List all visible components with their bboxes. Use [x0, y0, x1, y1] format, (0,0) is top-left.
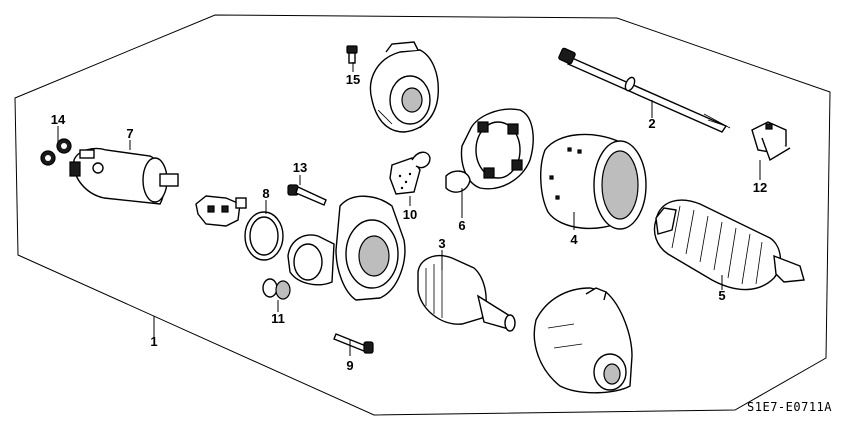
brush-10 [389, 151, 431, 195]
gear-housing [287, 195, 406, 301]
callout-1: 1 [150, 334, 157, 349]
callout-7: 7 [126, 126, 133, 141]
bushing-11 [262, 278, 291, 300]
callout-10: 10 [403, 207, 417, 222]
callout-8: 8 [262, 186, 269, 201]
brush-holder-6 [445, 108, 534, 193]
callout-11: 11 [271, 311, 285, 326]
through-bolt-2 [558, 47, 731, 133]
callout-15: 15 [346, 72, 360, 87]
leader-lines [57, 62, 761, 356]
nuts-14 [40, 138, 72, 166]
armature-5 [653, 199, 805, 291]
callout-9: 9 [346, 358, 353, 373]
callout-6: 6 [458, 218, 465, 233]
drawing-code: S1E7-E0711A [747, 400, 832, 414]
screw-9 [333, 333, 374, 354]
clip-12 [751, 121, 791, 162]
callout-5: 5 [718, 288, 725, 303]
callout-12: 12 [753, 180, 767, 195]
solenoid-7 [69, 147, 179, 205]
callout-2: 2 [648, 116, 655, 131]
callout-4: 4 [570, 232, 578, 247]
assembly-boundary [14, 14, 831, 416]
callout-3: 3 [438, 236, 445, 251]
front-housing [533, 287, 633, 394]
yoke-4 [540, 133, 647, 230]
o-ring-8 [244, 211, 284, 261]
rear-cover [369, 41, 439, 133]
bolt-15 [346, 45, 358, 64]
overrunning-clutch-3 [417, 254, 516, 332]
bolt-13 [287, 184, 327, 206]
terminal-bracket [195, 195, 247, 227]
callout-13: 13 [293, 160, 307, 175]
callout-14: 14 [51, 112, 66, 127]
